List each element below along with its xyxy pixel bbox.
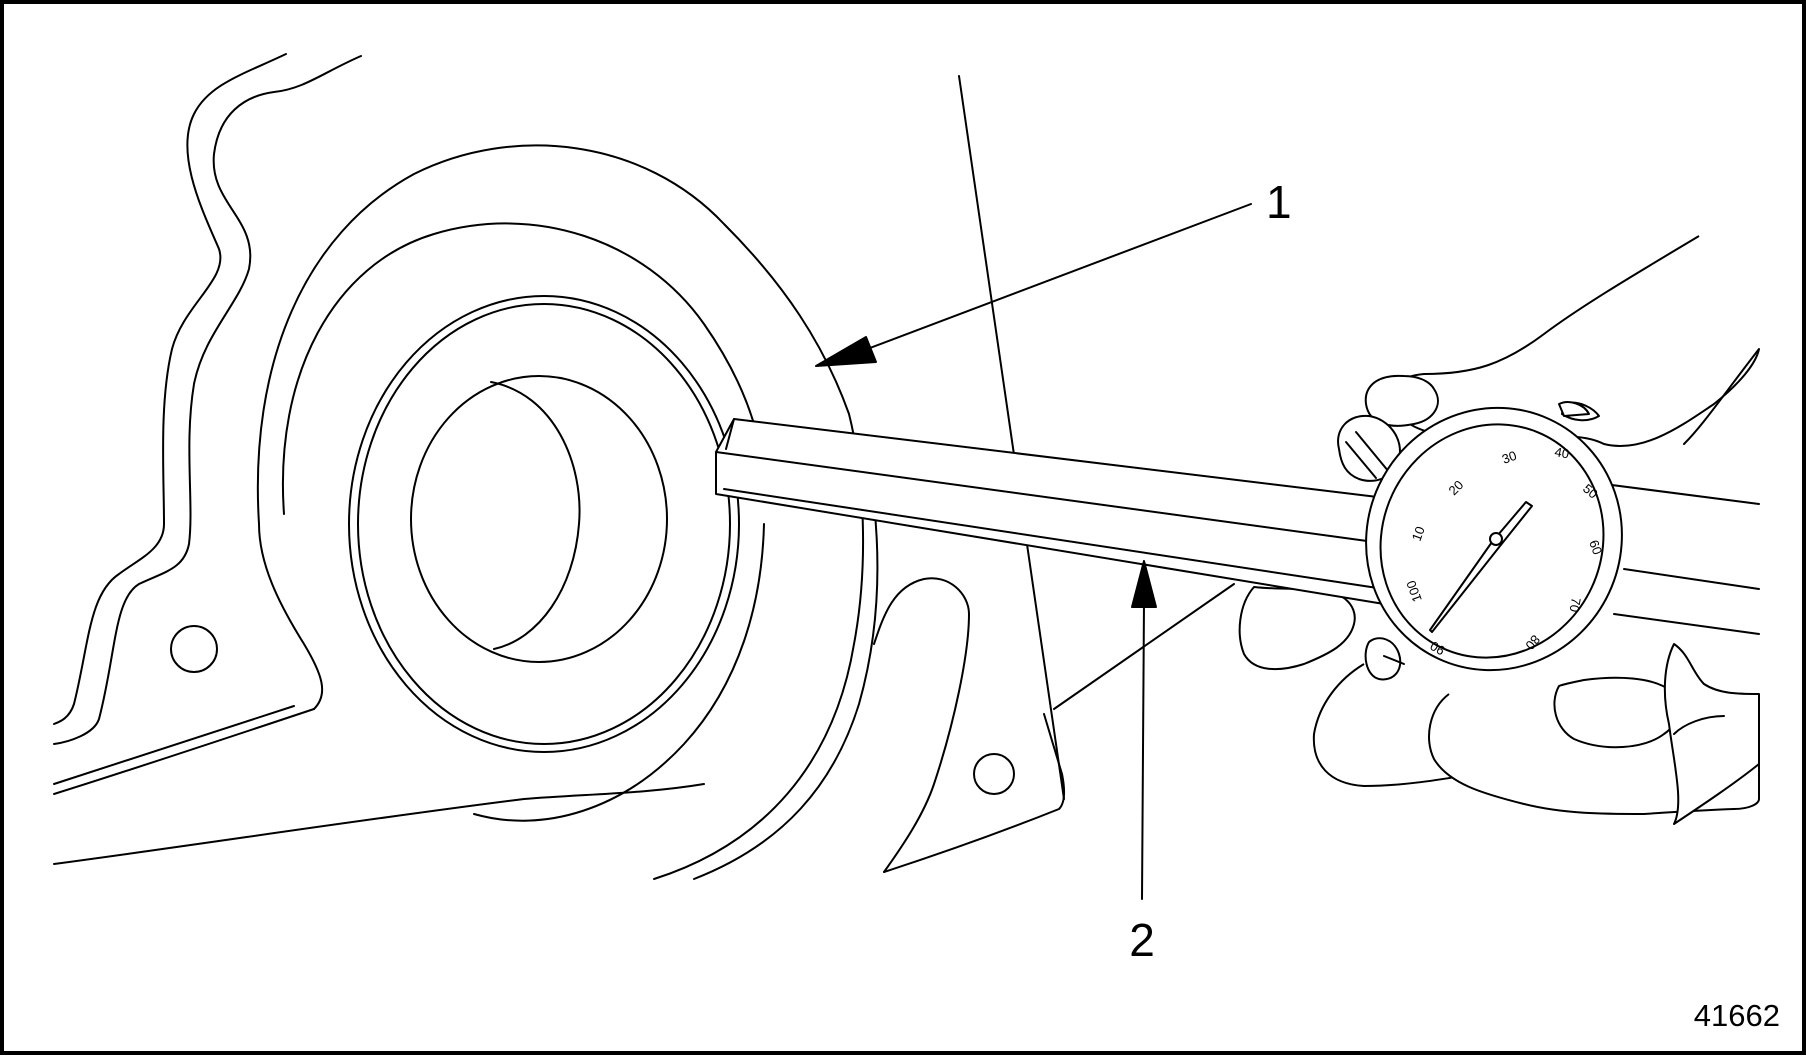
dial-number-30: 30 xyxy=(1500,448,1519,467)
callout-1-arrowhead xyxy=(815,336,877,367)
dial-number-100: 100 xyxy=(1403,579,1425,605)
gauge-shaft xyxy=(715,414,1760,681)
dial-number-40: 40 xyxy=(1553,444,1570,461)
engine-housing xyxy=(53,53,1235,880)
callout-2-arrowhead xyxy=(1131,560,1157,608)
dial-number-60: 60 xyxy=(1586,538,1605,557)
seal-outer-ring xyxy=(348,295,740,753)
dial-number-70: 70 xyxy=(1567,596,1584,613)
seal-inner-ring xyxy=(357,303,731,745)
callout-label-2: 2 xyxy=(1129,914,1155,966)
mounting-hole-right xyxy=(973,753,1015,795)
needle-pivot xyxy=(1489,532,1503,546)
dial-bore-gauge-illustration: 10 20 30 40 50 60 70 80 90 100 1 2 41662 xyxy=(53,53,1780,1033)
crankshaft-bore xyxy=(410,375,668,663)
figure-id: 41662 xyxy=(1694,998,1780,1033)
callout-2-leader xyxy=(1141,601,1145,900)
dial-number-10: 10 xyxy=(1409,524,1428,543)
dial-number-90: 90 xyxy=(1427,638,1447,658)
hands xyxy=(1238,235,1760,825)
callout-leaders xyxy=(815,203,1252,900)
dial-indicator: 10 20 30 40 50 60 70 80 90 100 xyxy=(1365,401,1623,672)
mounting-hole-left xyxy=(170,625,218,673)
callout-label-1: 1 xyxy=(1266,176,1292,228)
callout-1-leader xyxy=(853,203,1252,355)
